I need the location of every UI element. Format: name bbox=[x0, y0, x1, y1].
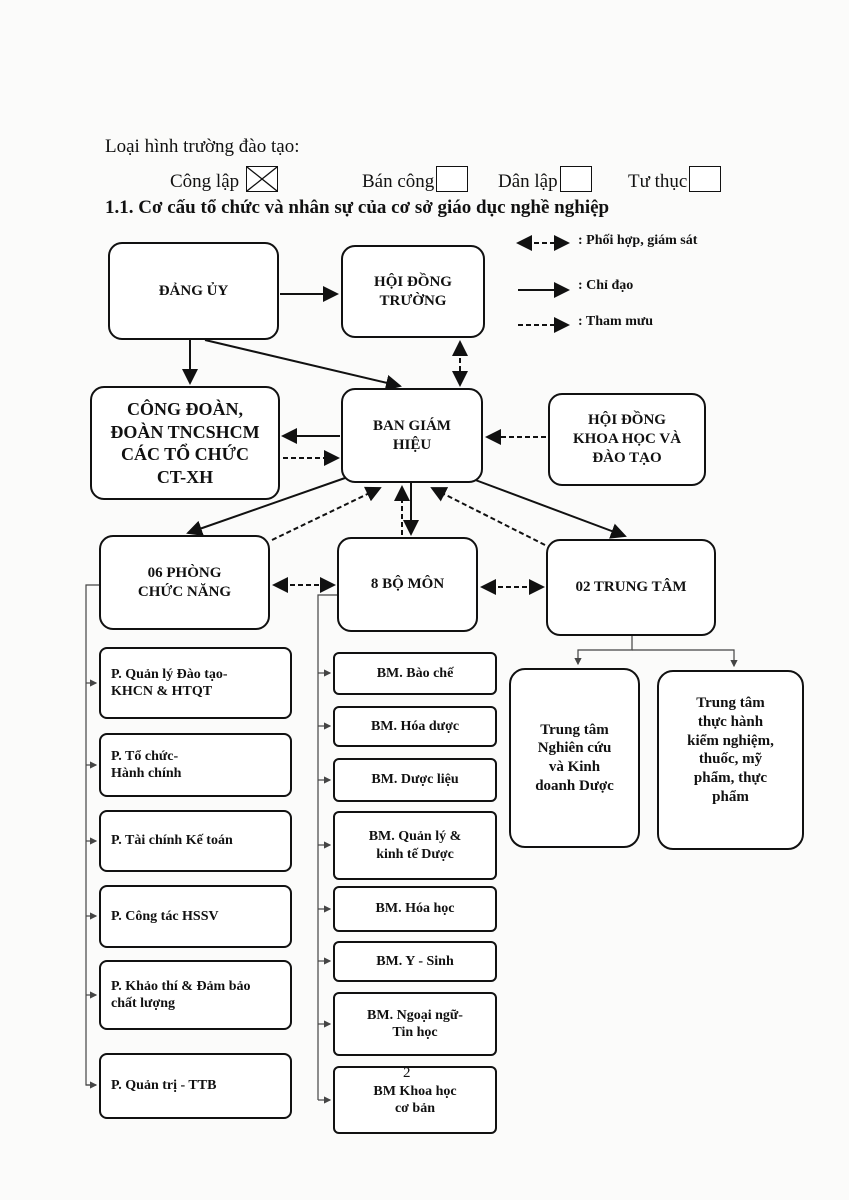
node-bo-mon: 8 BỘ MÔN bbox=[337, 537, 478, 632]
node-trung-tam: 02 TRUNG TÂM bbox=[546, 539, 716, 636]
section-title: 1.1. Cơ cấu tổ chức và nhân sự của cơ sở… bbox=[105, 197, 610, 218]
subject-item: BM. Y - Sinh bbox=[333, 941, 497, 982]
subject-item: BM. Hóa học bbox=[333, 886, 497, 932]
legend-coordinate: : Phối hợp, giám sát bbox=[578, 233, 698, 248]
department-item: P. Tài chính Kế toán bbox=[99, 810, 292, 872]
subject-item: BM. Quản lý & kinh tế Dược bbox=[333, 811, 497, 880]
option-label: Công lập bbox=[170, 171, 240, 192]
option-dan-lap[interactable]: Dân lập bbox=[498, 166, 592, 193]
legend-direct: : Chỉ đạo bbox=[578, 278, 634, 293]
node-hoi-dong-truong: HỘI ĐỒNG TRƯỜNG bbox=[341, 245, 485, 338]
option-tu-thuc[interactable]: Tư thục bbox=[628, 166, 722, 193]
department-item: P. Công tác HSSV bbox=[99, 885, 292, 948]
legend-advise: : Tham mưu bbox=[578, 314, 654, 329]
checkbox-icon[interactable] bbox=[436, 166, 469, 192]
node-phong-chuc-nang: 06 PHÒNG CHỨC NĂNG bbox=[99, 535, 270, 630]
department-item: P. Tổ chức- Hành chính bbox=[99, 733, 292, 797]
department-item: P. Quản trị - TTB bbox=[99, 1053, 292, 1119]
node-hd-khoa-hoc: HỘI ĐỒNG KHOA HỌC VÀ ĐÀO TẠO bbox=[548, 393, 706, 486]
center-item: Trung tâm thực hành kiểm nghiệm, thuốc, … bbox=[657, 670, 804, 850]
checked-checkbox-icon[interactable] bbox=[245, 166, 278, 192]
subject-item: BM. Hóa dược bbox=[333, 706, 497, 747]
checkbox-icon[interactable] bbox=[559, 166, 592, 192]
option-label: Bán công bbox=[362, 171, 435, 192]
checkbox-icon[interactable] bbox=[689, 166, 722, 192]
option-cong-lap[interactable]: Công lập bbox=[170, 166, 278, 193]
node-dang-uy: ĐẢNG ỦY bbox=[108, 242, 279, 340]
node-ban-giam-hieu: BAN GIÁM HIỆU bbox=[341, 388, 483, 483]
school-type-label: Loại hình trường đào tạo: bbox=[105, 136, 300, 157]
subject-item: BM. Dược liệu bbox=[333, 758, 497, 802]
option-label: Dân lập bbox=[498, 171, 558, 192]
option-ban-cong[interactable]: Bán công bbox=[362, 166, 469, 193]
subject-item: BM. Bào chế bbox=[333, 652, 497, 695]
department-item: P. Khảo thí & Đảm bảo chất lượng bbox=[99, 960, 292, 1030]
node-cong-doan: CÔNG ĐOÀN, ĐOÀN TNCSHCM CÁC TỔ CHỨC CT-X… bbox=[90, 386, 280, 500]
department-item: P. Quản lý Đào tạo- KHCN & HTQT bbox=[99, 647, 292, 719]
center-item: Trung tâm Nghiên cứu và Kinh doanh Dược bbox=[509, 668, 640, 848]
option-label: Tư thục bbox=[628, 171, 688, 192]
page-number: 2 bbox=[403, 1065, 411, 1081]
subject-item: BM. Ngoại ngữ- Tin học bbox=[333, 992, 497, 1056]
subject-item: BM Khoa học cơ bản bbox=[333, 1066, 497, 1134]
